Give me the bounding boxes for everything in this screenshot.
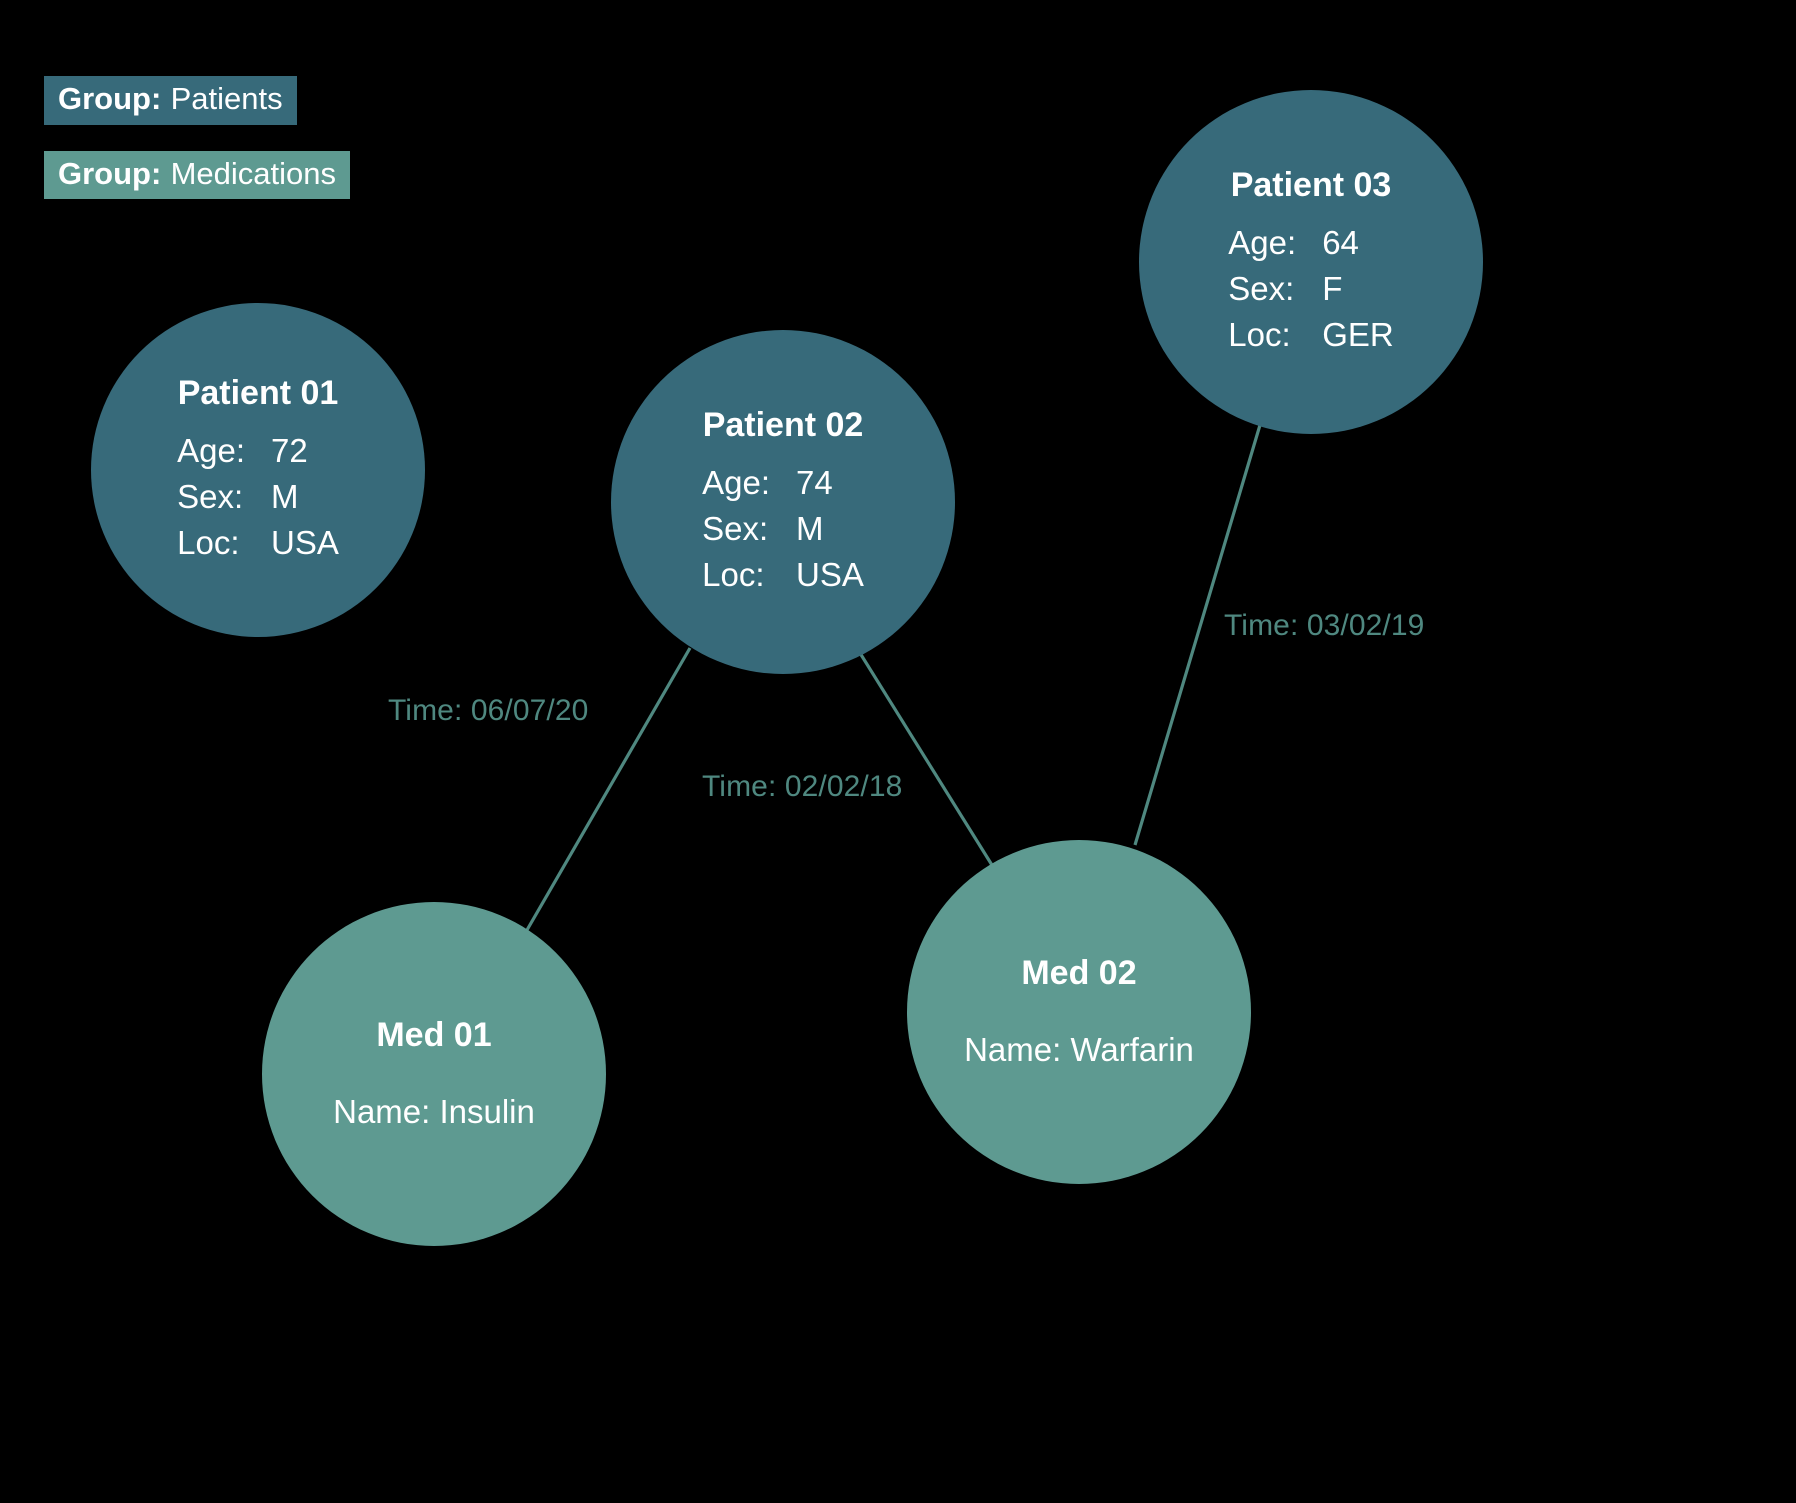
attr-value-loc: GER	[1322, 316, 1394, 354]
attr-key-age: Age:	[1228, 224, 1297, 262]
edge-patient02-med01	[525, 647, 692, 931]
node-patient-01-attributes: Age: 72 Sex: M Loc: USA	[177, 430, 339, 565]
legend-item-patients: Group: Patients	[44, 76, 297, 125]
node-med-02[interactable]: Med 02 Name: Warfarin	[907, 840, 1251, 1184]
node-patient-03[interactable]: Patient 03 Age: 64 Sex: F Loc: GER	[1139, 90, 1483, 434]
legend-item-medications-value: Medications	[170, 155, 337, 191]
attr-value-loc: USA	[796, 556, 864, 594]
legend-item-medications: Group: Medications	[44, 150, 351, 200]
node-patient-02-attributes: Age: 74 Sex: M Loc: USA	[702, 462, 864, 597]
node-med-02-title: Med 02	[1021, 954, 1137, 993]
attr-value-age: 74	[796, 464, 833, 502]
node-patient-02-title: Patient 02	[702, 405, 864, 444]
attr-value-loc: USA	[271, 524, 339, 562]
attr-key-sex: Sex:	[1228, 270, 1295, 308]
legend-item-patients-value: Patients	[170, 81, 283, 116]
node-patient-01[interactable]: Patient 01 Age: 72 Sex: M Loc: USA	[91, 303, 425, 637]
legend-item-medications-key: Group:	[58, 155, 162, 191]
attr-value-age: 64	[1322, 224, 1359, 262]
edge-label-patient02-med01: Time: 06/07/20	[388, 694, 589, 727]
attr-key-sex: Sex:	[702, 510, 769, 548]
node-med-01-name: Name: Insulin	[333, 1092, 535, 1130]
node-patient-02[interactable]: Patient 02 Age: 74 Sex: M Loc: USA	[611, 330, 955, 674]
node-med-02-name: Name: Warfarin	[964, 1030, 1194, 1068]
attr-value-sex: M	[271, 478, 299, 516]
attr-key-sex: Sex:	[177, 478, 244, 516]
attr-key-loc: Loc:	[1228, 316, 1291, 354]
edge-label-patient02-med02: Time: 02/02/18	[702, 770, 903, 803]
node-med-01[interactable]: Med 01 Name: Insulin	[262, 902, 606, 1246]
attr-key-age: Age:	[177, 432, 246, 470]
node-patient-03-attributes: Age: 64 Sex: F Loc: GER	[1228, 222, 1393, 357]
edge-patient02-med02	[853, 644, 1007, 887]
legend: Group: Patients Group: Medications	[44, 76, 351, 200]
attr-value-sex: M	[796, 510, 824, 548]
attr-key-age: Age:	[702, 464, 771, 502]
node-patient-03-title: Patient 03	[1230, 165, 1392, 204]
attr-key-loc: Loc:	[702, 556, 765, 594]
node-patient-01-title: Patient 01	[177, 373, 339, 412]
attr-value-age: 72	[271, 432, 308, 470]
attr-key-loc: Loc:	[177, 524, 240, 562]
attr-value-sex: F	[1322, 270, 1343, 308]
legend-item-patients-key: Group:	[58, 81, 162, 116]
edge-label-patient03-med02: Time: 03/02/19	[1224, 609, 1425, 642]
node-med-01-title: Med 01	[376, 1016, 492, 1055]
